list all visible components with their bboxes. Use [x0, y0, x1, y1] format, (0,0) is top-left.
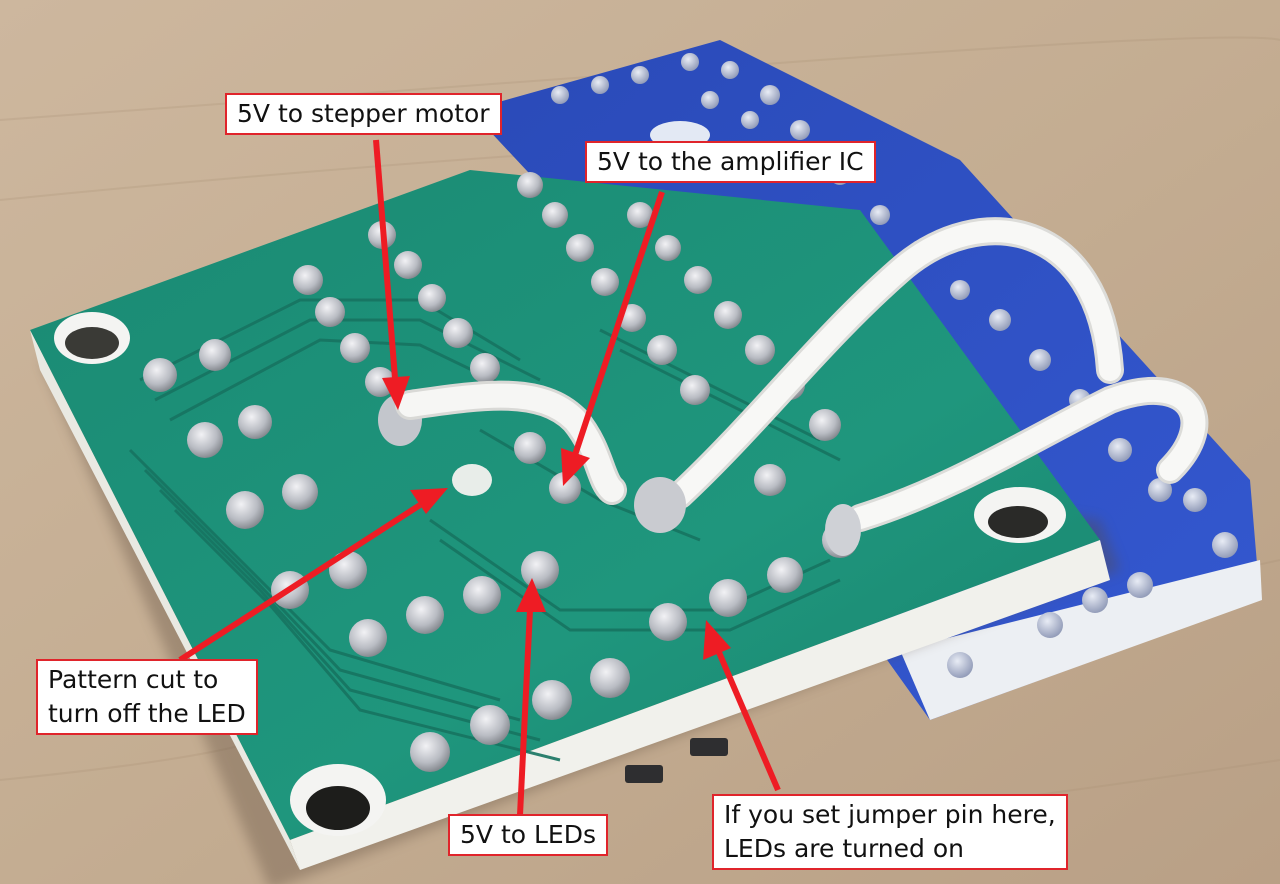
callout-pattern-line2: turn off the LED — [48, 699, 246, 728]
arrowhead-leds — [516, 578, 546, 612]
arrow-pattern — [178, 502, 422, 663]
arrow-amplifier — [572, 191, 665, 456]
arrowhead-pattern — [410, 488, 448, 514]
callout-jumper-line2: LEDs are turned on — [724, 834, 964, 863]
pattern-cut-pad — [452, 464, 492, 496]
smd-component — [625, 765, 663, 783]
arrowhead-jumper — [703, 620, 731, 660]
annotation-arrows — [178, 139, 781, 816]
solder-joint — [825, 504, 861, 556]
callout-jumper-pin: If you set jumper pin here, LEDs are tur… — [712, 794, 1068, 870]
arrowhead-amplifier — [561, 448, 590, 486]
arrow-jumper — [715, 648, 781, 792]
callout-jumper-line1: If you set jumper pin here, — [724, 800, 1056, 829]
callout-amplifier-ic: 5V to the amplifier IC — [585, 141, 876, 183]
arrow-stepper — [373, 139, 398, 379]
callout-leds: 5V to LEDs — [448, 814, 608, 856]
arrow-leds — [517, 609, 533, 816]
callout-stepper-motor: 5V to stepper motor — [225, 93, 502, 135]
solder-pads — [143, 172, 858, 772]
callout-pattern-cut: Pattern cut to turn off the LED — [36, 659, 258, 735]
callout-stepper-text: 5V to stepper motor — [237, 99, 490, 128]
callout-amplifier-text: 5V to the amplifier IC — [597, 147, 864, 176]
white-wires — [395, 217, 1209, 532]
solder-joint — [634, 477, 686, 533]
smd-component — [690, 738, 728, 756]
callout-pattern-line1: Pattern cut to — [48, 665, 219, 694]
blue-board-pads — [551, 53, 1238, 678]
arrowhead-stepper — [382, 376, 410, 410]
callout-leds-text: 5V to LEDs — [460, 820, 596, 849]
